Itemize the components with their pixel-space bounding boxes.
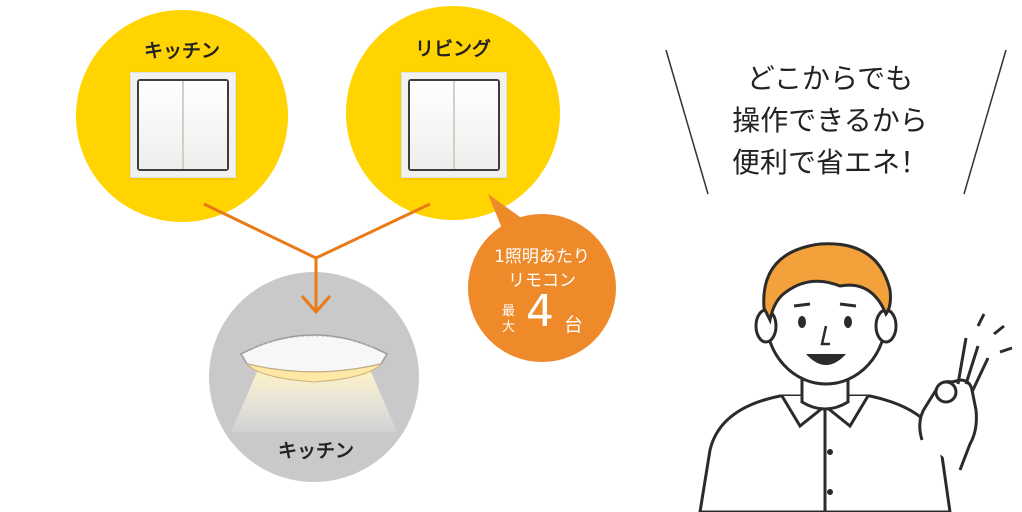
living-switch-label: リビング <box>414 38 491 60</box>
badge-count: 4 <box>526 286 554 337</box>
kitchen-switch-label: キッチン <box>143 40 220 62</box>
remote-count-badge: 1照明あたり リモコン 最 大 4 台 <box>468 214 616 362</box>
message-line-3: 便利で省エネ！ <box>731 146 928 179</box>
badge-max-top: 最 <box>502 304 516 319</box>
light-label: キッチン <box>277 440 354 462</box>
message-line-1: どこからでも <box>746 62 914 95</box>
living-wall-switch[interactable] <box>401 72 507 178</box>
person-ok-sign-illustration <box>698 242 1013 512</box>
badge-unit: 台 <box>564 314 584 336</box>
badge-max-bottom: 大 <box>502 320 516 335</box>
badge-line1: 1照明あたり <box>494 247 590 267</box>
message-line-2: 操作できるから <box>732 104 928 137</box>
ceiling-light-icon <box>231 334 397 432</box>
kitchen-wall-switch[interactable] <box>130 72 236 178</box>
badge-line2: リモコン <box>508 271 576 291</box>
